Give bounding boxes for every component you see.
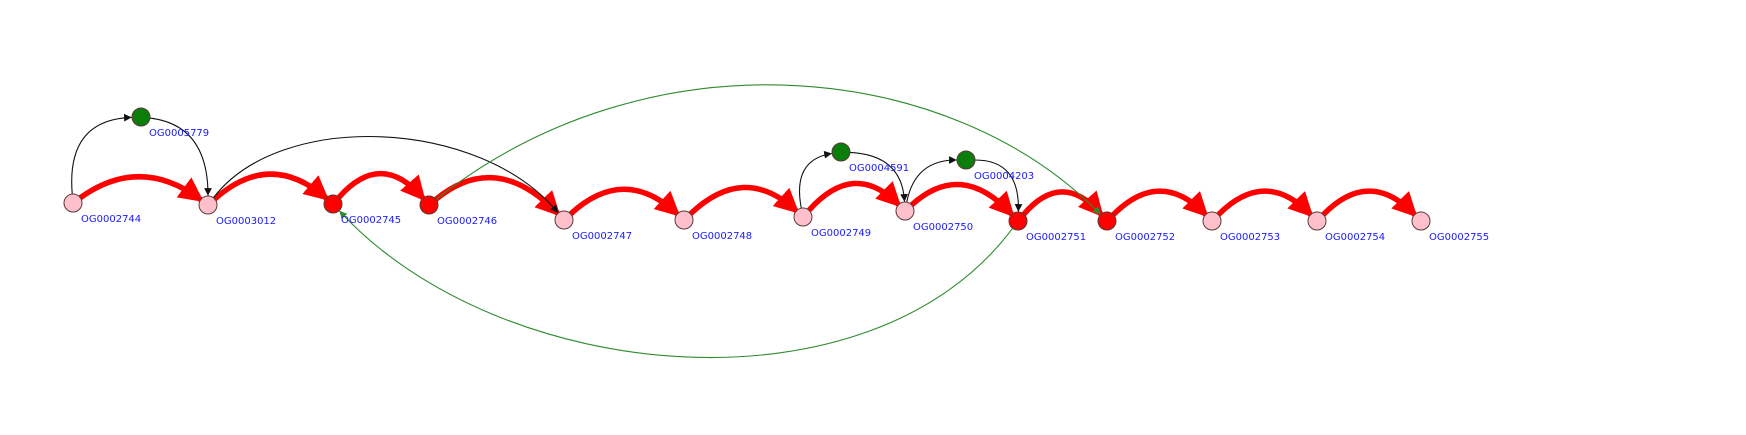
- node-label-OG0002751: OG0002751: [1026, 232, 1086, 243]
- node-OG0002750[interactable]: [895, 201, 915, 221]
- node-OG0004203[interactable]: [956, 150, 976, 170]
- edge-OG0002748-to-OG0002749: [687, 184, 800, 217]
- node-OG0002745[interactable]: [323, 194, 343, 214]
- node-label-OG0002747: OG0002747: [572, 231, 632, 242]
- edge-OG0002754-to-OG0002755: [1320, 188, 1418, 218]
- edge-OG0002750-to-OG0004203: [906, 156, 957, 203]
- node-OG0005779[interactable]: [131, 107, 151, 127]
- node-OG0002753[interactable]: [1202, 211, 1222, 231]
- edge-OG0002753-to-OG0002754: [1215, 188, 1314, 218]
- nodes-layer: [63, 107, 1431, 231]
- edge-OG0002750-to-OG0002751: [908, 181, 1015, 218]
- node-label-OG0004203: OG0004203: [974, 171, 1034, 182]
- node-label-OG0002744: OG0002744: [81, 214, 141, 225]
- edge-OG0003012-to-OG0002745: [211, 171, 330, 202]
- node-label-OG0002748: OG0002748: [692, 231, 752, 242]
- node-label-OG0002749: OG0002749: [811, 228, 871, 239]
- edge-OG0002745-to-OG0002746: [336, 171, 426, 202]
- edge-OG0004203-to-OG0002751: [974, 159, 1023, 212]
- node-OG0004591[interactable]: [831, 142, 851, 162]
- edge-OG0002749-to-OG0004591: [799, 150, 832, 209]
- edge-OG0002744-to-OG0005779: [71, 113, 132, 195]
- node-label-OG0005779: OG0005779: [149, 128, 209, 139]
- node-OG0002755[interactable]: [1411, 211, 1431, 231]
- edges-layer: [71, 84, 1418, 359]
- node-label-OG0003012: OG0003012: [216, 216, 276, 227]
- node-label-OG0002753: OG0002753: [1220, 232, 1280, 243]
- node-label-OG0002755: OG0002755: [1429, 232, 1489, 243]
- node-OG0002744[interactable]: [63, 193, 83, 213]
- node-OG0002751[interactable]: [1008, 211, 1028, 231]
- edge-OG0002749-to-OG0002750: [806, 180, 902, 214]
- node-OG0002748[interactable]: [674, 210, 694, 230]
- node-label-OG0002745: OG0002745: [341, 215, 401, 226]
- node-label-OG0002754: OG0002754: [1325, 232, 1385, 243]
- edge-OG0002746-to-OG0002752: [435, 84, 1101, 215]
- node-OG0003012[interactable]: [198, 195, 218, 215]
- node-label-OG0004591: OG0004591: [849, 163, 909, 174]
- edge-OG0002744-to-OG0003012: [77, 173, 204, 203]
- edge-OG0003012-to-OG0002747: [212, 135, 559, 213]
- node-OG0002752[interactable]: [1097, 211, 1117, 231]
- node-OG0002754[interactable]: [1307, 211, 1327, 231]
- edge-OG0002751-to-OG0002745: [339, 210, 1014, 359]
- edge-OG0002752-to-OG0002753: [1110, 188, 1209, 218]
- node-label-OG0002746: OG0002746: [437, 216, 497, 227]
- node-OG0002746[interactable]: [419, 195, 439, 215]
- edge-OG0002747-to-OG0002748: [567, 186, 681, 217]
- node-OG0002747[interactable]: [554, 210, 574, 230]
- edge-OG0004591-to-OG0002750: [849, 151, 908, 202]
- edge-OG0002746-to-OG0002747: [433, 174, 561, 217]
- node-label-OG0002752: OG0002752: [1115, 232, 1175, 243]
- edge-OG0005779-to-OG0003012: [149, 117, 212, 196]
- node-OG0002749[interactable]: [793, 207, 813, 227]
- node-label-OG0002750: OG0002750: [913, 222, 973, 233]
